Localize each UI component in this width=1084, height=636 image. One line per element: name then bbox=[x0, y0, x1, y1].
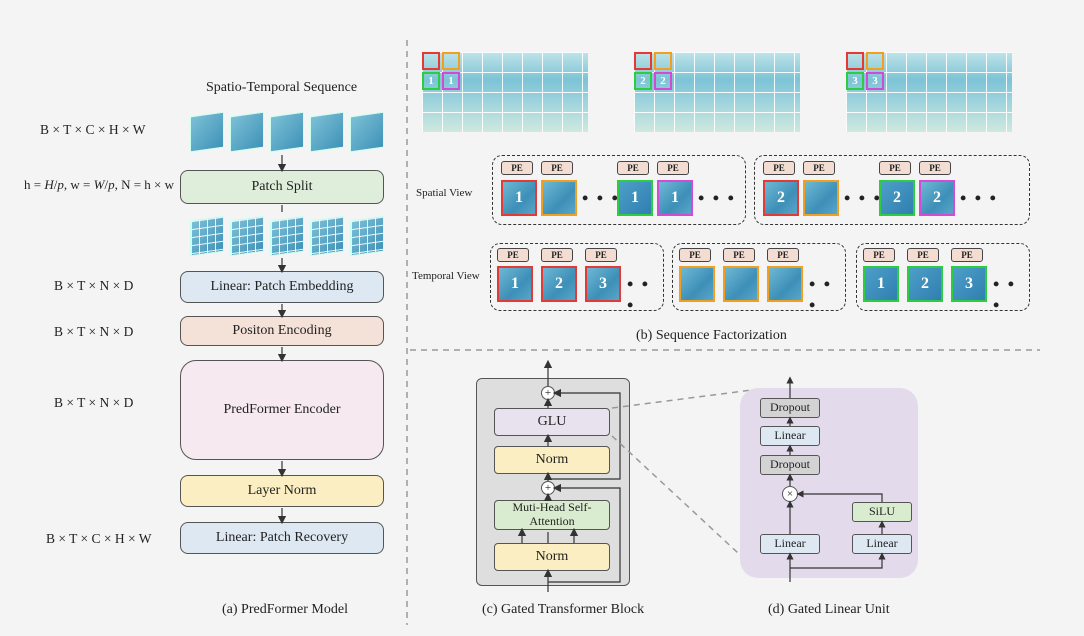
world-map-3: 3 3 bbox=[846, 52, 1012, 132]
dim-encoder: B × T × N × D bbox=[54, 395, 134, 410]
world-map-1: 1 1 bbox=[422, 52, 588, 132]
spatial-view-label: Spatial View bbox=[416, 187, 473, 199]
caption-b: (b) Sequence Factorization bbox=[636, 328, 787, 343]
sequence-title: Spatio-Temporal Sequence bbox=[206, 80, 358, 95]
temporal-group-1: PE PE PE 1 2 3 • • • bbox=[490, 243, 664, 315]
patch-split-block: Patch Split bbox=[180, 170, 384, 204]
world-map-2: 2 2 bbox=[634, 52, 800, 132]
dim-output: B × T × C × H × W bbox=[46, 531, 152, 546]
temporal-view-label: Temporal View bbox=[412, 270, 480, 282]
layer-norm-block: Layer Norm bbox=[180, 475, 384, 507]
predformer-encoder-block: PredFormer Encoder bbox=[180, 360, 384, 460]
norm-block-bottom: Norm bbox=[494, 543, 610, 571]
caption-c: (c) Gated Transformer Block bbox=[482, 602, 645, 617]
spatial-group-1: PE PE PE PE 1 • • • 1 1 • • • bbox=[492, 155, 746, 225]
dim-input: B × T × C × H × W bbox=[40, 122, 146, 137]
dim-patch-formula: h = H/p, w = W/p, N = h × w bbox=[24, 177, 175, 192]
linear-block-middle: Linear bbox=[760, 426, 820, 446]
temporal-group-3: PE PE PE 1 2 3 • • • bbox=[856, 243, 1030, 315]
dim-position: B × T × N × D bbox=[54, 324, 134, 339]
panel-a-arrows bbox=[277, 155, 287, 525]
attention-block: Muti-Head Self-Attention bbox=[494, 500, 610, 530]
dim-embedding: B × T × N × D bbox=[54, 278, 134, 293]
linear-block-left: Linear bbox=[760, 534, 820, 554]
patch-recovery-block: Linear: Patch Recovery bbox=[180, 522, 384, 554]
caption-a: (a) PredFormer Model bbox=[222, 602, 348, 617]
temporal-group-2: PE PE PE • • • bbox=[672, 243, 846, 315]
norm-block-top: Norm bbox=[494, 446, 610, 474]
caption-d: (d) Gated Linear Unit bbox=[768, 602, 890, 617]
spatial-group-2: PE PE PE PE 2 • • • 2 2 • • • bbox=[754, 155, 1030, 225]
